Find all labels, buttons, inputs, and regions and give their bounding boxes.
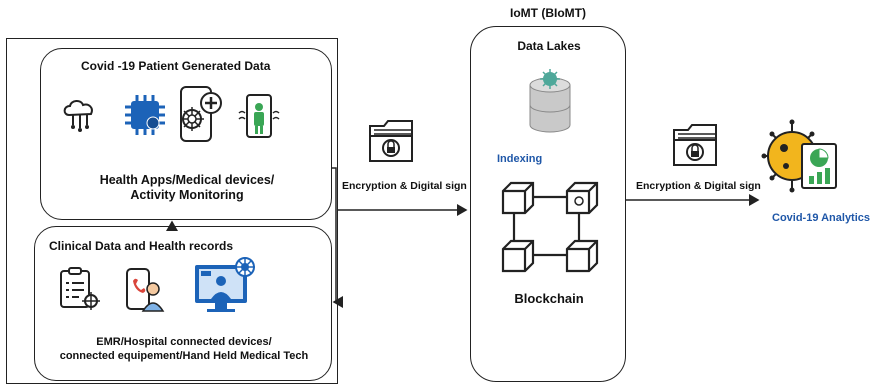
smartphone-health-icon (180, 86, 222, 142)
patient-data-title: Covid -19 Patient Generated Data (81, 59, 271, 73)
encrypted-folder-icon-right (673, 124, 717, 166)
database-icon (529, 69, 571, 133)
indexing-label: Indexing (497, 153, 543, 165)
medical-checklist-icon (60, 267, 100, 310)
patient-data-card: Covid -19 Patient Generated Data (40, 48, 332, 220)
cloud-network-icon (63, 100, 93, 132)
telehealth-doctor-icon (126, 268, 165, 312)
clinical-caption-line1: EMR/Hospital connected devices/ (96, 336, 272, 348)
body-scanner-icon (238, 94, 280, 138)
encrypted-folder-icon (369, 120, 413, 162)
hospital-monitor-icon (195, 257, 255, 312)
patient-caption-line2: Activity Monitoring (130, 188, 244, 202)
data-sources-frame (6, 38, 338, 384)
clinical-data-caption: EMR/Hospital connected devices/ connecte… (35, 335, 333, 363)
clinical-data-card: Clinical Data and Health records EMR/Hos… (34, 226, 332, 381)
clinical-caption-line2: connected equipement/Hand Held Medical T… (59, 350, 309, 362)
patient-caption-line1: Health Apps/Medical devices/ (99, 173, 275, 187)
covid-analytics-label: Covid-19 Analytics (772, 212, 871, 224)
patient-data-caption: Health Apps/Medical devices/ Activity Mo… (41, 173, 333, 203)
covid-analytics-icon (761, 119, 837, 193)
iomt-container: Data Lakes Indexing Blockchain (470, 26, 626, 382)
encryption-label-left: Encryption & Digital sign (342, 180, 467, 192)
iomt-title: IoMT (BIoMT) (510, 6, 586, 20)
data-lakes-title: Data Lakes (517, 39, 581, 53)
clinical-data-title: Clinical Data and Health records (49, 239, 234, 253)
blockchain-icon (501, 181, 599, 273)
encryption-label-right: Encryption & Digital sign (636, 180, 761, 192)
blockchain-label: Blockchain (514, 291, 584, 306)
processor-chip-icon (125, 95, 165, 135)
